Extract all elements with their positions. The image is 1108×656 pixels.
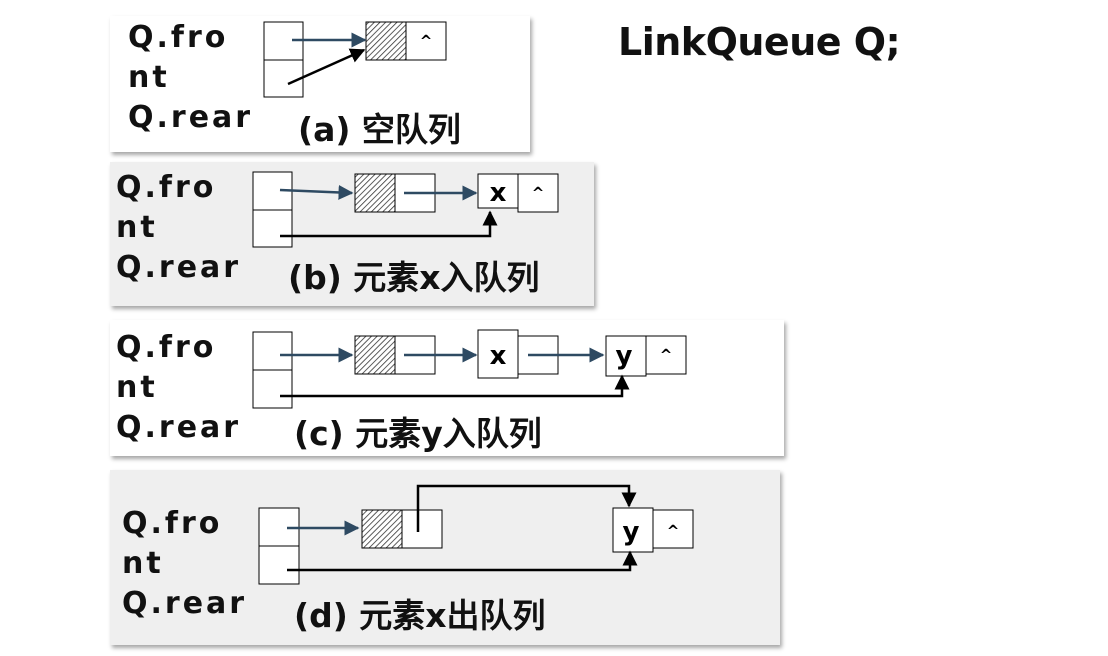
node-y-label: y xyxy=(623,517,640,547)
front-label-line2: nt xyxy=(128,60,170,95)
front-label-line2: nt xyxy=(116,210,158,245)
rear-arrow xyxy=(280,374,630,398)
page-title: LinkQueue Q; xyxy=(618,20,901,64)
node-y: y ^ xyxy=(612,507,694,553)
caption-a: (a) 空队列 xyxy=(298,110,461,149)
front-arrow xyxy=(279,184,354,200)
panel-dequeue-x xyxy=(110,470,780,645)
caption-c: (c) 元素y入队列 xyxy=(294,414,542,453)
front-label-line1: Q.fro xyxy=(116,330,217,365)
node-y-label: y xyxy=(616,341,633,371)
rear-arrow xyxy=(287,550,638,572)
null-symbol: ^ xyxy=(667,522,680,540)
rear-label: Q.rear xyxy=(128,100,254,135)
caption-b: (b) 元素x入队列 xyxy=(288,258,540,297)
rear-label: Q.rear xyxy=(122,586,248,621)
next-arrow xyxy=(416,484,637,532)
panel-empty-queue xyxy=(110,16,530,152)
null-symbol: ^ xyxy=(532,184,545,202)
front-label-line1: Q.fro xyxy=(128,20,229,55)
front-label-line1: Q.fro xyxy=(116,170,217,205)
pointer-box xyxy=(252,171,293,248)
pointer-box xyxy=(252,331,293,409)
null-symbol: ^ xyxy=(660,346,673,364)
node-y: y ^ xyxy=(605,335,687,377)
pointer-box xyxy=(263,21,304,98)
node-x: x ^ xyxy=(477,173,559,213)
node-x-label: x xyxy=(490,341,507,371)
rear-label: Q.rear xyxy=(116,250,242,285)
front-label-line1: Q.fro xyxy=(122,506,223,541)
head-node: ^ xyxy=(365,21,447,61)
rear-arrow xyxy=(287,48,366,86)
node-x-label: x xyxy=(490,178,507,208)
head-node xyxy=(361,509,443,549)
rear-label: Q.rear xyxy=(116,410,242,445)
null-symbol: ^ xyxy=(420,32,433,50)
front-label-line2: nt xyxy=(122,546,164,581)
caption-d: (d) 元素x出队列 xyxy=(294,596,546,635)
front-label-line2: nt xyxy=(116,370,158,405)
pointer-box xyxy=(258,507,300,585)
rear-arrow xyxy=(280,210,498,238)
